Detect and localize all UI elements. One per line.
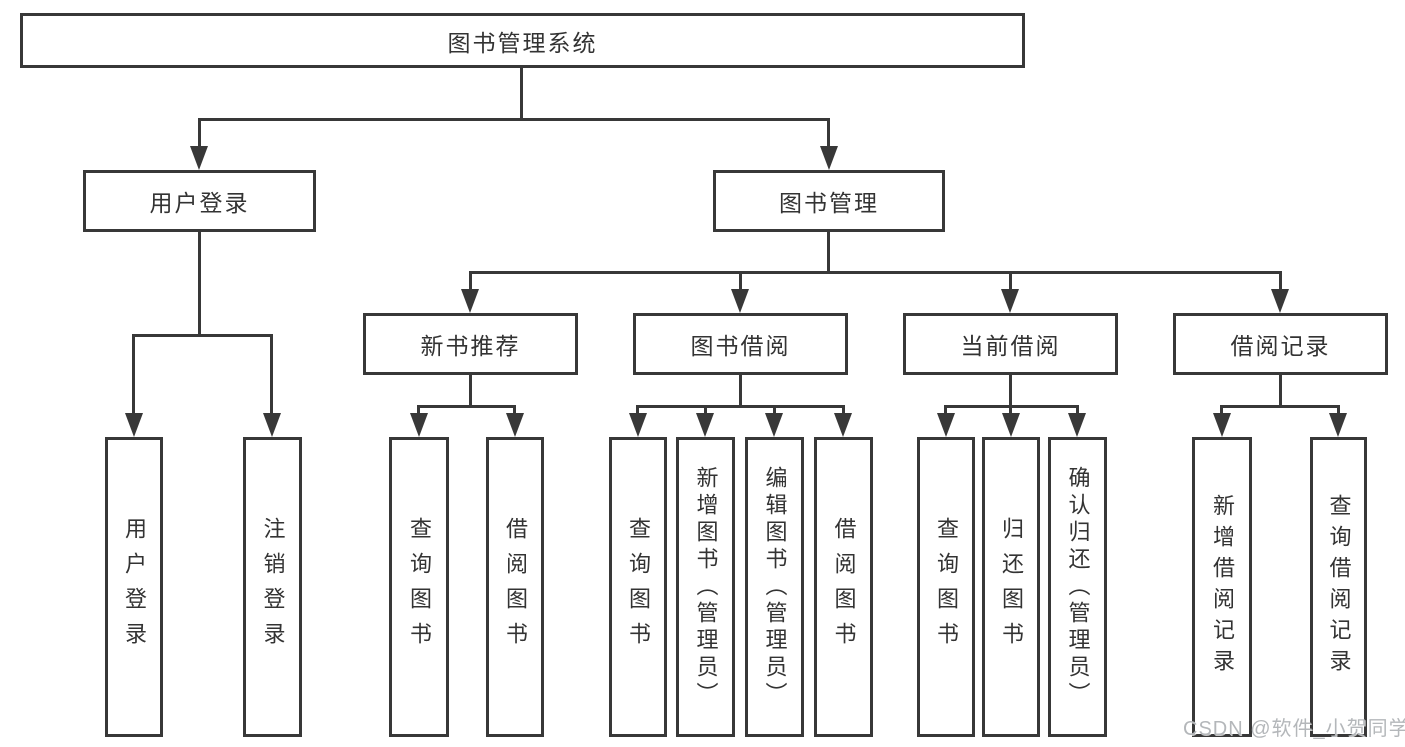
csdn-watermark: CSDN @软件_小贺同学 bbox=[1183, 718, 1405, 740]
connector-line bbox=[1337, 407, 1340, 415]
node-leaf-query-borrow-record: 查询借阅记录 bbox=[1310, 437, 1367, 737]
node-leaf-borrow-book-recommend: 借阅图书 bbox=[486, 437, 544, 737]
node-label: 新书推荐 bbox=[420, 333, 521, 359]
node-leaf-query-book-current: 查询图书 bbox=[917, 437, 975, 737]
node-label: 编辑图书（管理员） bbox=[762, 465, 788, 709]
connector-line bbox=[132, 336, 135, 416]
connector-line bbox=[132, 334, 273, 337]
node-label: 注销登录 bbox=[260, 517, 286, 657]
node-label: 查询图书 bbox=[934, 517, 959, 657]
connector-line bbox=[636, 405, 845, 408]
node-leaf-confirm-return-admin: 确认归还（管理员） bbox=[1048, 437, 1107, 737]
connector-line bbox=[1220, 407, 1223, 415]
node-leaf-logout: 注销登录 bbox=[243, 437, 302, 737]
connector-arrow-down-icon bbox=[629, 413, 647, 437]
connector-line bbox=[198, 118, 830, 121]
node-user-login: 用户登录 bbox=[83, 170, 316, 232]
connector-line bbox=[1009, 375, 1012, 407]
node-leaf-user-login: 用户登录 bbox=[105, 437, 163, 737]
connector-arrow-down-icon bbox=[696, 413, 714, 437]
connector-line bbox=[944, 407, 947, 415]
connector-line bbox=[1279, 273, 1282, 291]
node-label: 新增借阅记录 bbox=[1210, 494, 1235, 680]
connector-line bbox=[417, 405, 516, 408]
connector-line bbox=[469, 375, 472, 407]
node-library-management-system: 图书管理系统 bbox=[20, 13, 1025, 68]
connector-line bbox=[842, 407, 845, 415]
connector-arrow-down-icon bbox=[190, 146, 208, 170]
connector-line bbox=[636, 407, 639, 415]
connector-line bbox=[1009, 273, 1012, 291]
node-book-management: 图书管理 bbox=[713, 170, 945, 232]
connector-line bbox=[827, 120, 830, 150]
node-book-borrowing: 图书借阅 bbox=[633, 313, 848, 375]
connector-line bbox=[739, 375, 742, 407]
node-label: 归还图书 bbox=[999, 517, 1024, 657]
connector-arrow-down-icon bbox=[765, 413, 783, 437]
connector-line bbox=[944, 405, 1079, 408]
node-label: 确认归还（管理员） bbox=[1065, 465, 1091, 709]
connector-arrow-down-icon bbox=[1002, 413, 1020, 437]
connector-line bbox=[739, 273, 742, 291]
node-leaf-borrow-book-borrowing: 借阅图书 bbox=[814, 437, 873, 737]
connector-line bbox=[198, 232, 201, 336]
node-leaf-query-book-recommend: 查询图书 bbox=[389, 437, 449, 737]
connector-line bbox=[1220, 405, 1340, 408]
connector-line bbox=[1076, 407, 1079, 415]
node-leaf-edit-book-admin: 编辑图书（管理员） bbox=[745, 437, 804, 737]
node-label: 当前借阅 bbox=[960, 333, 1061, 359]
node-label: 用户登录 bbox=[122, 517, 147, 657]
connector-line bbox=[469, 271, 1282, 274]
connector-arrow-down-icon bbox=[1001, 289, 1019, 313]
node-label: 查询图书 bbox=[626, 517, 651, 657]
node-label: 图书管理 bbox=[779, 190, 879, 216]
connector-line bbox=[773, 407, 776, 415]
connector-arrow-down-icon bbox=[1213, 413, 1231, 437]
node-new-book-recommend: 新书推荐 bbox=[363, 313, 578, 375]
connector-arrow-down-icon bbox=[461, 289, 479, 313]
connector-line bbox=[417, 407, 420, 415]
connector-arrow-down-icon bbox=[410, 413, 428, 437]
node-leaf-query-book-borrowing: 查询图书 bbox=[609, 437, 667, 737]
connector-arrow-down-icon bbox=[820, 146, 838, 170]
node-leaf-add-borrow-record: 新增借阅记录 bbox=[1192, 437, 1252, 737]
connector-arrow-down-icon bbox=[125, 413, 143, 437]
node-label: 借阅记录 bbox=[1230, 333, 1331, 359]
node-label: 借阅图书 bbox=[831, 517, 857, 657]
node-current-borrowing: 当前借阅 bbox=[903, 313, 1118, 375]
node-label: 查询图书 bbox=[407, 517, 432, 657]
connector-arrow-down-icon bbox=[263, 413, 281, 437]
connector-line bbox=[198, 120, 201, 150]
connector-arrow-down-icon bbox=[506, 413, 524, 437]
connector-arrow-down-icon bbox=[731, 289, 749, 313]
node-label: 图书管理系统 bbox=[447, 29, 598, 56]
node-leaf-add-book-admin: 新增图书（管理员） bbox=[676, 437, 735, 737]
connector-line bbox=[469, 273, 472, 291]
connector-line bbox=[1279, 375, 1282, 407]
node-label: 新增图书（管理员） bbox=[693, 465, 719, 709]
connector-line bbox=[513, 407, 516, 415]
node-label: 用户登录 bbox=[149, 190, 250, 216]
node-leaf-return-book: 归还图书 bbox=[982, 437, 1040, 737]
connector-line bbox=[827, 232, 830, 273]
connector-line bbox=[1009, 407, 1012, 415]
connector-arrow-down-icon bbox=[1068, 413, 1086, 437]
connector-arrow-down-icon bbox=[1329, 413, 1347, 437]
node-borrowing-records: 借阅记录 bbox=[1173, 313, 1388, 375]
node-label: 查询借阅记录 bbox=[1326, 494, 1352, 680]
connector-arrow-down-icon bbox=[937, 413, 955, 437]
connector-line bbox=[704, 407, 707, 415]
connector-arrow-down-icon bbox=[834, 413, 852, 437]
connector-arrow-down-icon bbox=[1271, 289, 1289, 313]
connector-line bbox=[520, 68, 523, 120]
connector-line bbox=[270, 336, 273, 416]
node-label: 借阅图书 bbox=[503, 517, 528, 657]
node-label: 图书借阅 bbox=[690, 333, 791, 359]
